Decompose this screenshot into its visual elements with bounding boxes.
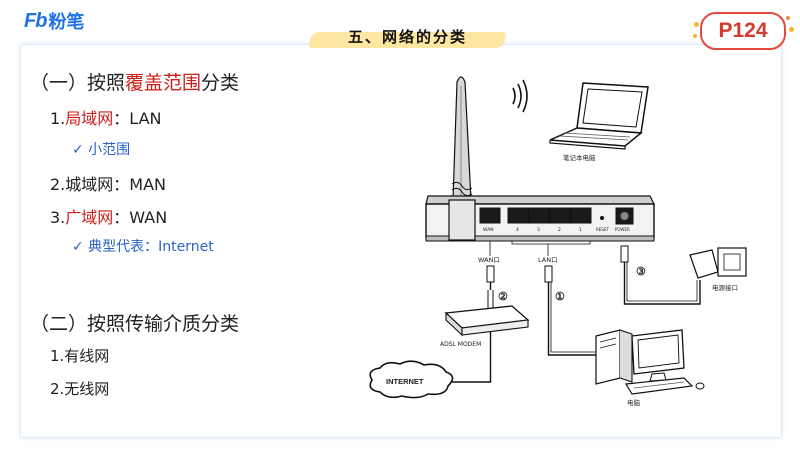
logo-text: 粉笔 bbox=[48, 12, 85, 33]
lan-bracket bbox=[511, 241, 591, 245]
wan-sep: ： bbox=[113, 208, 130, 227]
page-badge: P124 bbox=[700, 12, 786, 50]
lan-note: ✓ 小范围 bbox=[72, 142, 131, 158]
power-label: 电源接口 bbox=[712, 283, 738, 292]
badge-dot bbox=[693, 34, 697, 38]
internet-label: INTERNET bbox=[386, 377, 424, 386]
lan-abbr: LAN bbox=[129, 109, 162, 128]
wifi-waves-icon bbox=[512, 79, 528, 113]
wan-abbr: WAN bbox=[129, 208, 168, 227]
badge-dot bbox=[789, 27, 794, 32]
wireless-item: 2.无线网 bbox=[50, 380, 110, 398]
wan-num: 3. bbox=[50, 208, 66, 227]
man-num: 2. bbox=[50, 175, 66, 194]
page-number: P124 bbox=[718, 19, 768, 42]
port-label-wan: WAN bbox=[483, 227, 494, 233]
laptop-icon bbox=[549, 82, 649, 150]
man-item: 2.城域网：MAN bbox=[50, 171, 166, 195]
power-cable bbox=[620, 245, 701, 305]
lan-item: 1.局域网：LAN bbox=[50, 105, 162, 129]
man-term: 城域网 bbox=[65, 175, 114, 194]
power-adapter-icon bbox=[689, 247, 747, 279]
section2-heading: （二）按照传输介质分类 bbox=[30, 313, 240, 335]
pc-label: 电脑 bbox=[627, 398, 641, 407]
wan-port-label: WAN口 bbox=[478, 256, 500, 264]
lan-sep: ： bbox=[113, 109, 130, 128]
section1-heading-suffix: 分类 bbox=[201, 72, 240, 94]
desktop-pc-icon bbox=[595, 329, 705, 395]
circle-label-2: ② bbox=[498, 291, 508, 303]
router-icon bbox=[425, 195, 655, 242]
man-sep: ： bbox=[113, 175, 130, 194]
circle-label-3: ③ bbox=[636, 266, 646, 278]
laptop-label: 笔记本电脑 bbox=[563, 153, 596, 162]
port-label-4: 4 bbox=[516, 227, 519, 233]
wan-note: ✓ 典型代表：Internet bbox=[72, 239, 214, 255]
logo-mark: Fb bbox=[24, 9, 47, 32]
modem-label: ADSL MODEM bbox=[440, 341, 481, 348]
port-label-reset: RESET bbox=[596, 227, 609, 232]
internet-cloud-icon bbox=[369, 360, 454, 399]
lan-term: 局域网 bbox=[65, 109, 114, 128]
section1-heading-highlight: 覆盖范围 bbox=[125, 72, 202, 94]
port-label-2: 2 bbox=[558, 227, 561, 233]
lan-cable bbox=[544, 265, 600, 356]
adsl-modem-icon bbox=[444, 305, 530, 337]
badge-dot bbox=[694, 22, 699, 27]
circle-label-1: ① bbox=[555, 291, 565, 303]
title-text: 五、网络的分类 bbox=[347, 28, 467, 46]
badge-dot bbox=[786, 16, 790, 20]
section1-heading-prefix: （一）按照 bbox=[30, 72, 126, 94]
man-abbr: MAN bbox=[129, 175, 167, 194]
lan-num: 1. bbox=[50, 109, 66, 128]
wired-item: 1.有线网 bbox=[50, 347, 110, 365]
port-label-3: 3 bbox=[537, 227, 540, 233]
wan-item: 3.广域网：WAN bbox=[50, 204, 167, 228]
wan-term: 广域网 bbox=[65, 208, 114, 227]
slide-title: 五、网络的分类 bbox=[308, 24, 507, 54]
brand-logo: Fb 粉笔 bbox=[24, 9, 85, 34]
lan-port-label: LAN口 bbox=[538, 256, 558, 264]
port-label-1: 1 bbox=[579, 227, 582, 233]
port-label-power: POWER bbox=[615, 227, 630, 232]
section1-heading: （一）按照覆盖范围分类 bbox=[30, 68, 239, 95]
